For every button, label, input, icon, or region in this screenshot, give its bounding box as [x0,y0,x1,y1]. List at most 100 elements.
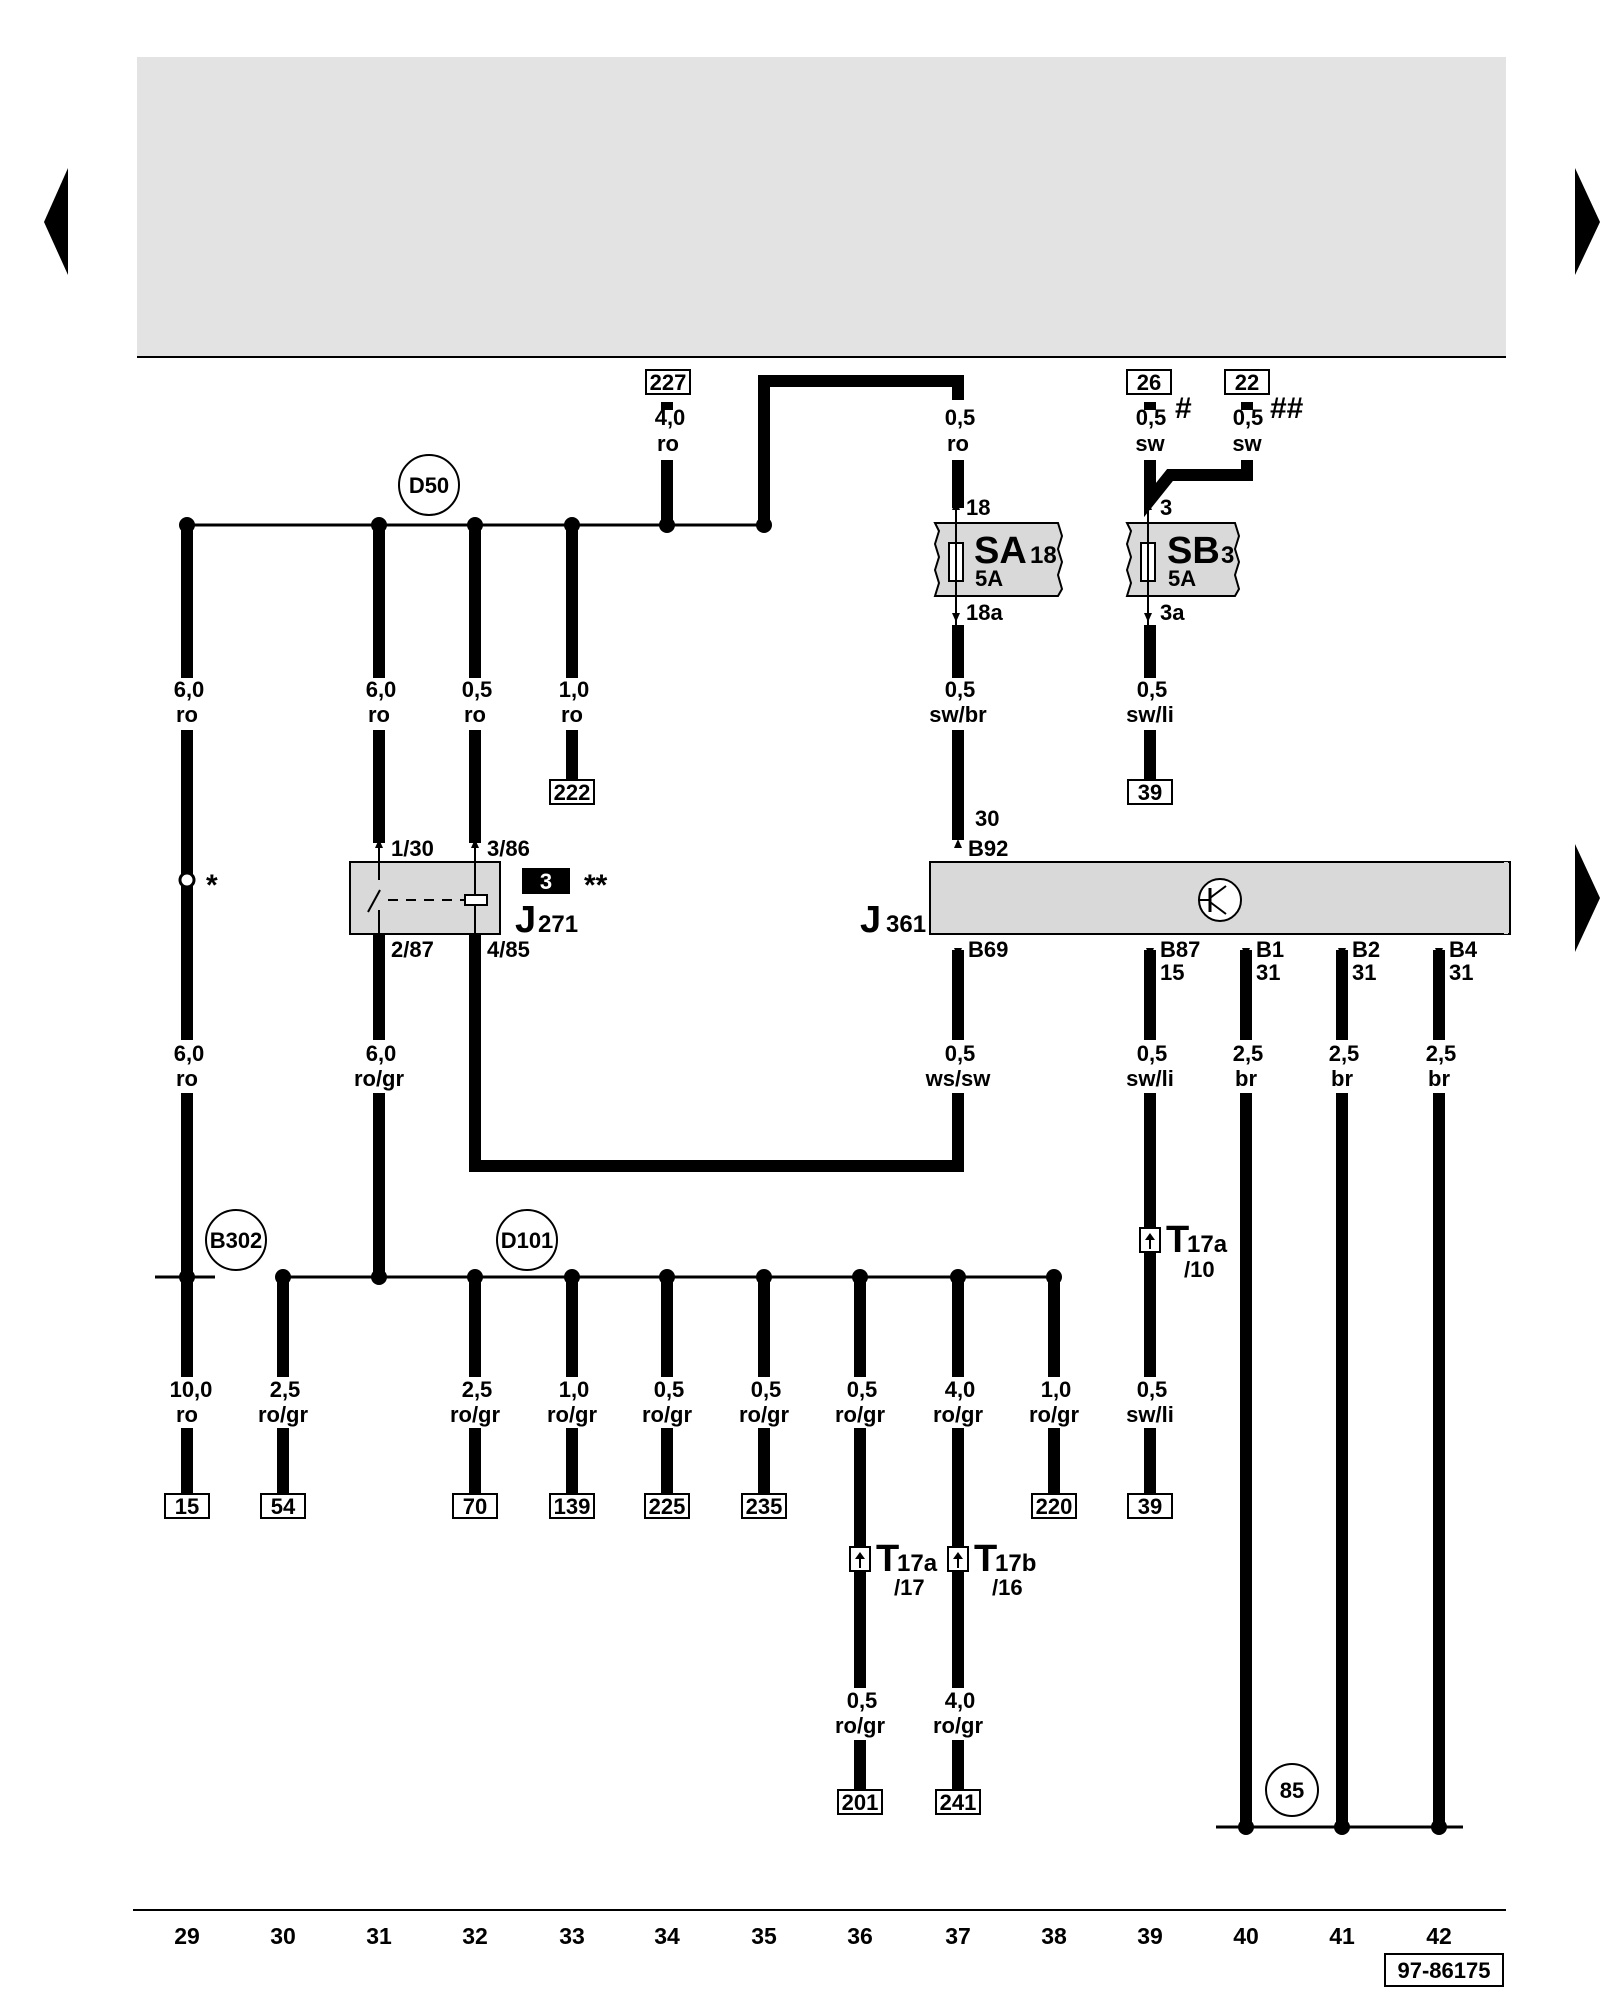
ref-box-39-top[interactable]: 39 [1127,779,1173,805]
ref-box-39-bottom[interactable]: 39 [1127,1493,1173,1519]
svg-text:ro: ro [657,431,679,456]
column-number: 37 [945,1923,971,1949]
prev-page-icon[interactable] [44,168,68,275]
svg-text:1,0: 1,0 [559,677,590,702]
connector-t17b-16[interactable]: T 17b /16 [947,1538,1036,1600]
svg-text:ro/gr: ro/gr [258,1402,309,1427]
svg-text:0,5: 0,5 [751,1377,782,1402]
ref-box-227[interactable]: 227 [645,369,691,395]
svg-text:97-86175: 97-86175 [1398,1958,1491,1983]
svg-text:ro/gr: ro/gr [933,1402,984,1427]
hash-note: # [1175,392,1192,425]
next-page-icon[interactable] [1575,168,1600,275]
svg-text:54: 54 [271,1494,296,1519]
svg-text:6,0: 6,0 [174,677,205,702]
svg-text:0,5: 0,5 [1137,1377,1168,1402]
column-numbers: 29 30 31 32 33 34 35 36 37 38 39 40 41 4… [174,1923,1452,1949]
svg-text:J: J [515,899,536,941]
svg-text:B87: B87 [1160,937,1200,962]
svg-text:235: 235 [746,1494,783,1519]
svg-text:2,5: 2,5 [270,1377,301,1402]
svg-text:18: 18 [1030,542,1057,569]
svg-text:0,5: 0,5 [847,1688,878,1713]
svg-text:85: 85 [1280,1778,1304,1803]
svg-text:2,5: 2,5 [1426,1041,1457,1066]
pin-arrow-icon [952,613,960,622]
svg-text:ro: ro [176,702,198,727]
svg-text:ro/gr: ro/gr [835,1713,886,1738]
ref-box-201[interactable]: 201 [837,1789,883,1815]
junction-d50: D50 [398,454,460,516]
svg-text:3: 3 [1221,542,1234,569]
svg-text:0,5: 0,5 [945,405,976,430]
svg-text:2/87: 2/87 [391,937,434,962]
svg-text:0,5: 0,5 [654,1377,685,1402]
svg-text:sw: sw [1232,431,1262,456]
svg-text:2,5: 2,5 [1329,1041,1360,1066]
svg-text:26: 26 [1137,370,1161,395]
svg-text:4,0: 4,0 [945,1377,976,1402]
ref-box-26[interactable]: 26 [1126,369,1172,395]
svg-text:4,0: 4,0 [655,405,686,430]
svg-text:T: T [876,1538,899,1580]
ref-box-222[interactable]: 222 [549,779,595,805]
ref-box-70[interactable]: 70 [452,1493,498,1519]
svg-text:B69: B69 [968,937,1008,962]
svg-text:17a: 17a [1187,1231,1228,1258]
svg-text:222: 222 [554,780,591,805]
svg-text:4/85: 4/85 [487,937,530,962]
header-band [137,57,1506,357]
junction-b302: B302 [205,1209,267,1271]
svg-text:225: 225 [649,1494,686,1519]
fuse-sa18[interactable]: SA 18 5A 18 18a [933,495,1064,625]
svg-text:ro/gr: ro/gr [450,1402,501,1427]
svg-text:0,5: 0,5 [1137,1041,1168,1066]
svg-text:31: 31 [1449,960,1473,985]
ref-box-225[interactable]: 225 [644,1493,690,1519]
ref-box-15[interactable]: 15 [164,1493,210,1519]
column-number: 42 [1426,1923,1452,1949]
double-hash-note: ## [1270,392,1304,425]
svg-text:18: 18 [966,495,990,520]
svg-text:D50: D50 [409,473,449,498]
svg-text:3a: 3a [1160,600,1185,625]
column-number: 39 [1137,1923,1163,1949]
ground-85: 85 [1265,1763,1319,1817]
ref-box-54[interactable]: 54 [260,1493,306,1519]
connector-t17a-17[interactable]: T 17a /17 [849,1538,938,1600]
svg-text:17b: 17b [995,1550,1036,1577]
svg-text:0,5: 0,5 [1137,677,1168,702]
ref-box-235[interactable]: 235 [741,1493,787,1519]
relay-position-badge: 3 [522,868,570,894]
fuse-sb3[interactable]: SB 3 5A 3 3a [1125,495,1241,625]
svg-text:SB: SB [1167,530,1220,572]
next-section-icon[interactable] [1575,844,1600,952]
svg-text:ro/gr: ro/gr [642,1402,693,1427]
svg-text:br: br [1331,1066,1353,1091]
control-unit-j361[interactable]: J 361 30 B92 B69 B87 15 B1 31 B2 31 B4 3… [860,806,1511,985]
svg-text:B1: B1 [1256,937,1284,962]
column-number: 32 [462,1923,488,1949]
svg-text:31: 31 [1352,960,1376,985]
column-number: 30 [270,1923,296,1949]
star-note: * [206,869,218,902]
svg-text:ro: ro [176,1066,198,1091]
svg-text:0,5: 0,5 [462,677,493,702]
svg-text:/17: /17 [894,1575,925,1600]
svg-text:201: 201 [842,1790,879,1815]
svg-text:br: br [1235,1066,1257,1091]
ref-box-22[interactable]: 22 [1224,369,1270,395]
svg-text:2,5: 2,5 [1233,1041,1264,1066]
column-number: 29 [174,1923,200,1949]
svg-text:sw/li: sw/li [1126,1402,1174,1427]
ref-box-139[interactable]: 139 [549,1493,595,1519]
ref-box-241[interactable]: 241 [935,1789,981,1815]
column-number: 31 [366,1923,392,1949]
svg-text:6,0: 6,0 [174,1041,205,1066]
junction-d101: D101 [496,1209,558,1271]
connector-t17a-10[interactable]: T 17a /10 [1139,1219,1228,1282]
svg-text:2,5: 2,5 [462,1377,493,1402]
relay-j271[interactable]: J 271 1/30 3/86 2/87 4/85 [349,836,578,962]
ref-box-220[interactable]: 220 [1031,1493,1077,1519]
svg-text:SA: SA [974,530,1027,572]
